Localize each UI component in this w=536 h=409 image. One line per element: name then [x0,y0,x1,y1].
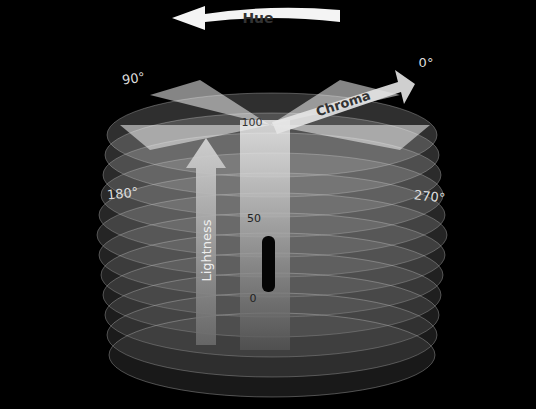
hue-angle: 90° [122,70,147,86]
lightness-axis [240,120,290,350]
lightness-value: 50 [247,213,261,224]
hue-angle: 180° [107,185,140,201]
axis-label: Hue [242,11,273,25]
hue-arrow [172,6,340,30]
lightness-discs [97,93,447,397]
lightness-value: 100 [242,117,263,128]
lightness-arrow [186,138,226,345]
axis-dark-core [262,236,275,292]
lightness-value: 0 [250,293,257,304]
hue-angle: 270° [414,188,447,204]
hue-angle: 0° [419,56,434,69]
axis-label: Lightness [199,219,212,281]
chroma-arrow [272,70,415,134]
